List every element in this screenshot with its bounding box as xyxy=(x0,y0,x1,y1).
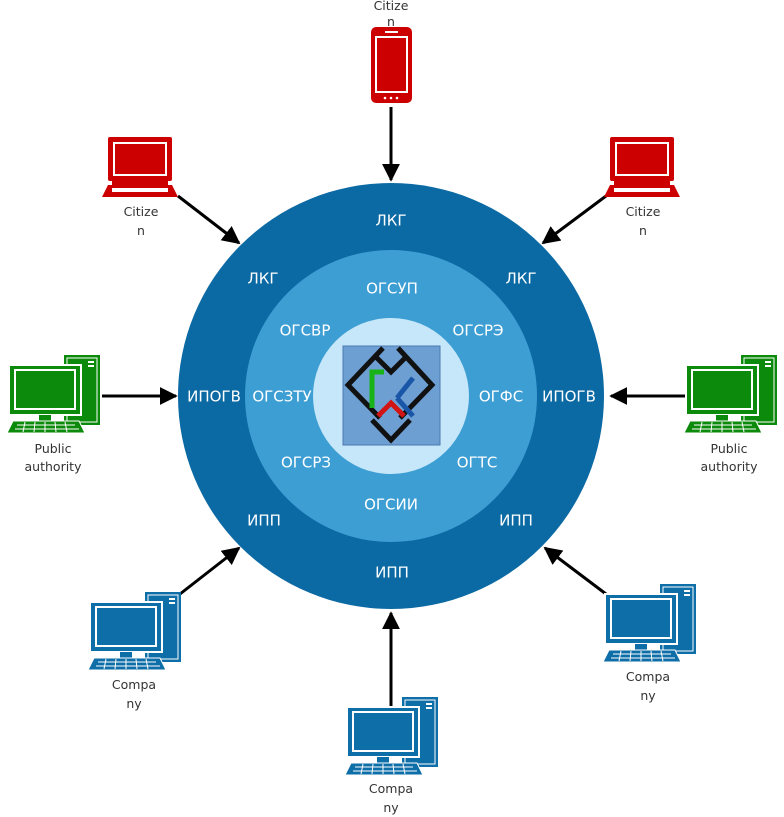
authority-left-node: Public authority xyxy=(6,354,101,474)
company-bottom-label-line2: ny xyxy=(383,800,399,815)
company-bottom-node: Compa ny xyxy=(344,696,439,815)
outer-label-upper-left: ЛКГ xyxy=(247,270,278,288)
arrow-company-right xyxy=(543,546,607,596)
citizen-right-node: Citize n xyxy=(603,136,681,238)
authority-right-node: Public authority xyxy=(683,354,778,474)
middle-label-top: ОГСУП xyxy=(366,280,418,298)
middle-label-left: ОГСЗТУ xyxy=(252,388,311,406)
authority-left-label-line1: Public xyxy=(35,441,72,456)
middle-label-upper-left: ОГСВР xyxy=(280,322,331,340)
outer-label-right: ИПОГВ xyxy=(542,388,596,406)
authority-left-label-line2: authority xyxy=(25,459,83,474)
company-right-label-line1: Compa xyxy=(626,669,670,684)
authority-right-label-line2: authority xyxy=(701,459,759,474)
desktop-computer-icon xyxy=(6,354,101,434)
arrow-company-left xyxy=(179,546,241,596)
laptop-icon xyxy=(101,136,179,198)
smartphone-icon xyxy=(371,27,412,103)
company-left-node: Compa ny xyxy=(87,591,182,711)
company-right-label-line2: ny xyxy=(640,688,656,703)
citizen-right-label-line2: n xyxy=(639,223,647,238)
citizen-left-label-line1: Citize xyxy=(124,204,159,219)
middle-label-lower-right: ОГТС xyxy=(457,454,498,472)
outer-label-left: ИПОГВ xyxy=(187,388,241,406)
company-right-node: Compa ny xyxy=(602,583,697,703)
arrow-citizen-right xyxy=(541,194,607,245)
outer-label-upper-right: ЛКГ xyxy=(505,270,536,288)
citizen-right-label-line1: Citize xyxy=(626,204,661,219)
citizen-top-node: Citize n xyxy=(371,0,412,103)
citizen-left-node: Citize n xyxy=(101,136,179,238)
middle-label-right: ОГФС xyxy=(479,388,523,406)
outer-label-top: ЛКГ xyxy=(375,212,406,230)
middle-label-upper-right: ОГСРЭ xyxy=(453,322,504,340)
desktop-computer-icon xyxy=(344,696,439,776)
arrow-citizen-left xyxy=(177,194,241,245)
authority-right-label-line1: Public xyxy=(711,441,748,456)
outer-label-lower-left: ИПП xyxy=(247,512,281,530)
desktop-computer-icon xyxy=(683,354,778,434)
middle-label-bottom: ОГСИИ xyxy=(364,496,418,514)
desktop-computer-icon xyxy=(602,583,697,663)
company-left-label-line2: ny xyxy=(126,696,142,711)
citizen-left-label-line2: n xyxy=(137,223,145,238)
outer-label-bottom: ИПП xyxy=(375,564,409,582)
desktop-computer-icon xyxy=(87,591,182,671)
outer-label-lower-right: ИПП xyxy=(499,512,533,530)
laptop-icon xyxy=(603,136,681,198)
citizen-top-label-line1: Citize xyxy=(374,0,409,13)
citizen-top-label-line2: n xyxy=(387,14,395,29)
platform-logo-icon xyxy=(342,345,441,446)
connection-arrows xyxy=(102,107,689,706)
company-left-label-line1: Compa xyxy=(112,677,156,692)
company-bottom-label-line1: Compa xyxy=(369,781,413,796)
middle-label-lower-left: ОГСРЗ xyxy=(281,454,331,472)
